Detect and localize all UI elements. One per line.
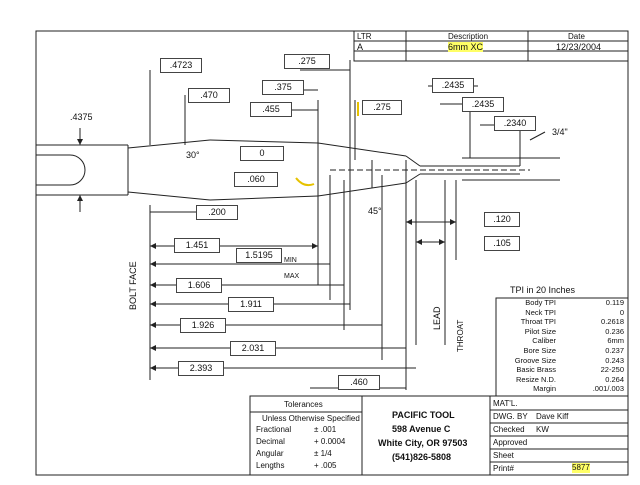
dim-2435-b: .2435 (462, 97, 504, 112)
print-number: 5877 (572, 463, 590, 473)
tpi-row-label: Margin (533, 384, 556, 394)
min-label: MIN (284, 257, 297, 264)
checked-label: Checked (493, 425, 525, 434)
tolerance-label: Decimal (256, 437, 285, 446)
tolerance-value: ± .001 (314, 425, 337, 434)
bolt-face-label: BOLT FACE (128, 261, 138, 310)
tpi-row-label: Neck TPI (525, 307, 556, 317)
dim-1911: 1.911 (228, 297, 274, 312)
tpi-title: TPI in 20 Inches (510, 285, 576, 295)
dim-2031: 2.031 (230, 341, 276, 356)
rev-header-description: Description (448, 32, 489, 41)
tpi-row-value: 22-250 (600, 365, 624, 375)
angle-45: 45° (368, 206, 382, 216)
dim-120: .120 (484, 212, 520, 227)
approved-label: Approved (493, 438, 528, 447)
tpi-row: Pilot Size 0.236 (496, 327, 628, 336)
tpi-row-value: 0.2618 (601, 317, 624, 327)
dim-470: .470 (188, 88, 230, 103)
tpi-row-value: 6mm (607, 336, 624, 346)
tolerance-row: Angular ± 1/4 (252, 448, 360, 459)
dim-455: .455 (250, 102, 292, 117)
company-phone: (541)826-5808 (392, 452, 452, 462)
dim-4723: .4723 (160, 58, 202, 73)
tolerance-label: Fractional (256, 425, 292, 434)
tpi-row-label: Throat TPI (520, 317, 556, 327)
tolerance-label: Angular (256, 449, 284, 458)
tolerance-row: Fractional ± .001 (252, 424, 360, 435)
tpi-row-label: Pilot Size (524, 326, 556, 336)
dim-1926: 1.926 (180, 318, 226, 333)
tpi-row-value: 0 (619, 307, 624, 317)
lead-label: LEAD (432, 306, 442, 330)
dim-200: .200 (196, 205, 238, 220)
rev-ltr: A (357, 42, 364, 52)
dim-1451: 1.451 (174, 238, 220, 253)
dim-15195: 1.5195 (236, 248, 282, 263)
matl-label: MAT'L. (493, 399, 518, 408)
tpi-row-label: Basic Brass (516, 365, 556, 375)
tpi-row-value: 0.236 (605, 326, 624, 336)
tpi-row: Bore Size 0.237 (496, 346, 628, 355)
max-label: MAX (284, 273, 300, 280)
tpi-row-value: .001/.003 (592, 384, 624, 394)
tpi-row: Neck TPI 0 (496, 308, 628, 317)
tpi-row: Throat TPI 0.2618 (496, 317, 628, 326)
dwg-by-value: Dave Kiff (536, 412, 569, 421)
tolerance-value: ± 1/4 (314, 449, 332, 458)
rev-header-ltr: LTR (357, 32, 372, 41)
dim-275-a: .275 (284, 54, 330, 69)
tpi-row-label: Groove Size (514, 355, 556, 365)
dim-105: .105 (484, 236, 520, 251)
tolerances-subtitle: Unless Otherwise Specified (262, 414, 360, 423)
tpi-row: Groove Size 0.243 (496, 356, 628, 365)
rev-date: 12/23/2004 (556, 42, 602, 52)
tpi-row: Margin .001/.003 (496, 384, 628, 393)
angle-30: 30° (186, 150, 200, 160)
tolerance-row: Decimal + 0.0004 (252, 436, 360, 447)
dim-275-b: .275 (362, 100, 402, 115)
tpi-row-value: 0.264 (605, 374, 624, 384)
angle-0: 0 (240, 146, 284, 161)
dim-060: .060 (234, 172, 278, 187)
sheet-label: Sheet (493, 451, 514, 460)
dim-2340: .2340 (494, 116, 536, 131)
tpi-row: Resize N.D. 0.264 (496, 375, 628, 384)
tolerances-title: Tolerances (284, 400, 323, 409)
tpi-row-value: 0.119 (605, 298, 624, 307)
rev-description: 6mm XC (448, 42, 484, 52)
company-city: White City, OR 97503 (378, 438, 468, 448)
tpi-row-label: Body TPI (525, 298, 556, 307)
company-name: PACIFIC TOOL (392, 410, 455, 420)
tpi-row-label: Bore Size (523, 346, 556, 355)
dim-375: .375 (262, 80, 304, 95)
rev-header-date: Date (568, 32, 585, 41)
tpi-row-label: Resize N.D. (515, 374, 556, 384)
dim-1606: 1.606 (176, 278, 222, 293)
tolerance-value: + .005 (314, 461, 337, 470)
dwg-by-label: DWG. BY (493, 412, 528, 421)
tolerance-label: Lengths (256, 461, 285, 470)
tpi-row-label: Caliber (532, 336, 556, 346)
print-label: Print# (493, 464, 514, 473)
checked-value: KW (536, 425, 549, 434)
dim-2393: 2.393 (178, 361, 224, 376)
tpi-row: Basic Brass 22-250 (496, 365, 628, 374)
dim-3-4: 3/4" (552, 127, 568, 137)
dim-2435-a: .2435 (432, 78, 474, 93)
company-address: 598 Avenue C (392, 424, 451, 434)
dim-4375: .4375 (70, 112, 93, 122)
tpi-row: Body TPI 0.119 (496, 298, 628, 307)
tolerance-value: + 0.0004 (314, 437, 346, 446)
throat-label: THROAT (456, 319, 465, 352)
tolerance-row: Lengths + .005 (252, 460, 360, 471)
dim-460: .460 (338, 375, 380, 390)
tpi-row-value: 0.237 (605, 346, 624, 355)
tpi-row-value: 0.243 (605, 355, 624, 365)
tpi-row: Caliber 6mm (496, 336, 628, 345)
